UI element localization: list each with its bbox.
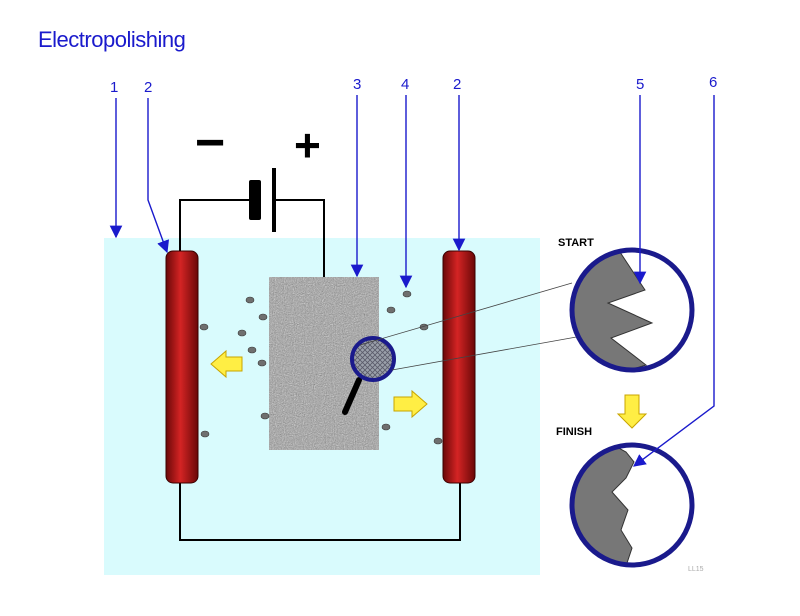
callout-1: 1 <box>110 79 118 96</box>
page-title: Electropolishing <box>38 27 186 52</box>
ion-particles <box>199 290 443 445</box>
surface-start-circle <box>569 247 695 373</box>
start-label: START <box>558 237 594 249</box>
surface-finish-circle <box>569 442 695 568</box>
arrow-right-icon <box>393 389 428 419</box>
callout-4: 4 <box>401 76 409 93</box>
magnifier-icon <box>342 336 396 415</box>
slide-code: LL15 <box>688 566 704 573</box>
negative-sign: − <box>195 114 225 172</box>
wire-bottom <box>179 482 461 541</box>
callout-3: 3 <box>353 76 361 93</box>
callout-arrows <box>109 95 715 467</box>
arrow-down-icon <box>616 394 648 429</box>
wire-top-left <box>179 199 252 252</box>
callout-6: 6 <box>709 74 717 91</box>
callout-5: 5 <box>636 76 644 93</box>
wire-top-right <box>276 199 325 278</box>
zoom-line-lower <box>391 335 583 371</box>
callout-2-right: 2 <box>453 76 461 93</box>
zoom-line-upper <box>359 282 573 346</box>
battery-icon <box>249 168 276 232</box>
arrow-left-icon <box>210 349 243 379</box>
cathode-right <box>442 250 476 484</box>
callout-2-left: 2 <box>144 79 152 96</box>
finish-label: FINISH <box>556 426 592 438</box>
cathode-left <box>165 250 199 484</box>
positive-sign: + <box>294 119 321 171</box>
